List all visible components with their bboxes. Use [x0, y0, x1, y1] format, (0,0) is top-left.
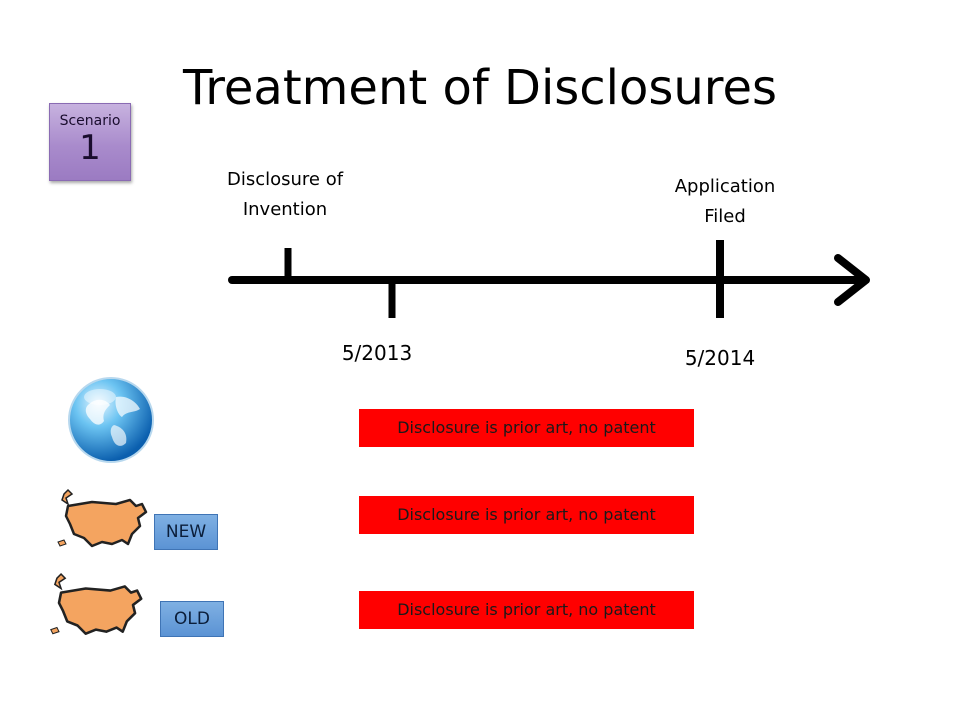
result-box-new: Disclosure is prior art, no patent	[359, 496, 694, 534]
tag-old: OLD	[160, 601, 224, 637]
result-box-global: Disclosure is prior art, no patent	[359, 409, 694, 447]
disclosure-date: 5/2013	[341, 341, 413, 365]
scenario-badge: Scenario 1	[49, 103, 131, 181]
application-date: 5/2014	[684, 346, 756, 370]
timeline-arrowhead	[834, 254, 870, 306]
scenario-number: 1	[79, 128, 101, 168]
us-map-icon	[57, 488, 148, 548]
us-map-icon	[50, 573, 143, 636]
result-box-old: Disclosure is prior art, no patent	[359, 591, 694, 629]
page-title: Treatment of Disclosures	[182, 60, 778, 116]
scenario-label: Scenario	[59, 113, 121, 129]
globe-icon	[68, 377, 154, 463]
tag-new: NEW	[154, 514, 218, 550]
